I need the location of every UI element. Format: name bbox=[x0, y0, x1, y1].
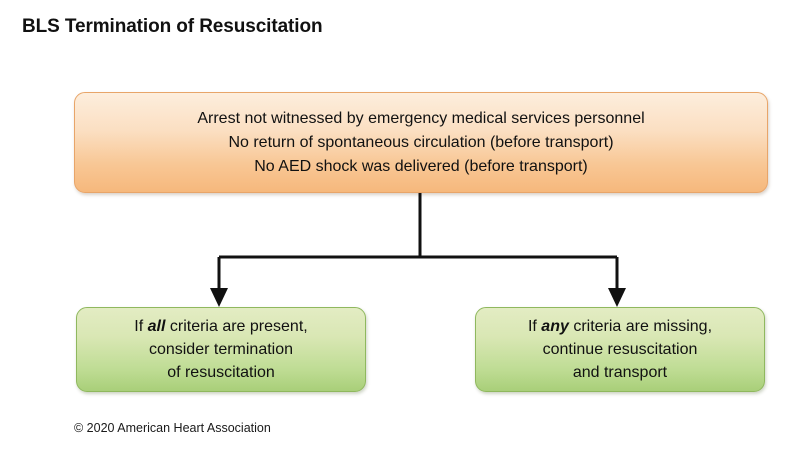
outcome-all-criteria-present: If all criteria are present, consider te… bbox=[76, 307, 366, 392]
outcome-left-suffix: criteria are present, bbox=[165, 318, 308, 335]
copyright-notice: © 2020 American Heart Association bbox=[74, 421, 271, 435]
outcome-right-text: If any criteria are missing, continue re… bbox=[518, 315, 722, 384]
criteria-box-text: Arrest not witnessed by emergency medica… bbox=[187, 107, 654, 179]
criteria-line-2: No return of spontaneous circulation (be… bbox=[228, 133, 614, 151]
outcome-right-line2: continue resuscitation bbox=[542, 341, 698, 358]
left-arrowhead bbox=[210, 288, 228, 307]
outcome-right-emphasis: any bbox=[541, 318, 569, 335]
outcome-right-line3: and transport bbox=[572, 364, 668, 381]
outcome-left-emphasis: all bbox=[147, 318, 166, 335]
outcome-any-criteria-missing: If any criteria are missing, continue re… bbox=[475, 307, 765, 392]
criteria-box: Arrest not witnessed by emergency medica… bbox=[74, 92, 768, 193]
outcome-left-line3: of resuscitation bbox=[167, 364, 275, 381]
outcome-left-line2: consider termination bbox=[148, 341, 294, 358]
outcome-left-prefix: If bbox=[134, 318, 148, 335]
criteria-line-3: No AED shock was delivered (before trans… bbox=[254, 157, 588, 175]
outcome-right-suffix: criteria are missing, bbox=[568, 318, 713, 335]
criteria-line-1: Arrest not witnessed by emergency medica… bbox=[197, 109, 645, 127]
outcome-left-text: If all criteria are present, consider te… bbox=[124, 315, 317, 384]
outcome-right-prefix: If bbox=[527, 318, 542, 335]
right-arrowhead bbox=[608, 288, 626, 307]
figure-title: BLS Termination of Resuscitation bbox=[22, 16, 323, 37]
